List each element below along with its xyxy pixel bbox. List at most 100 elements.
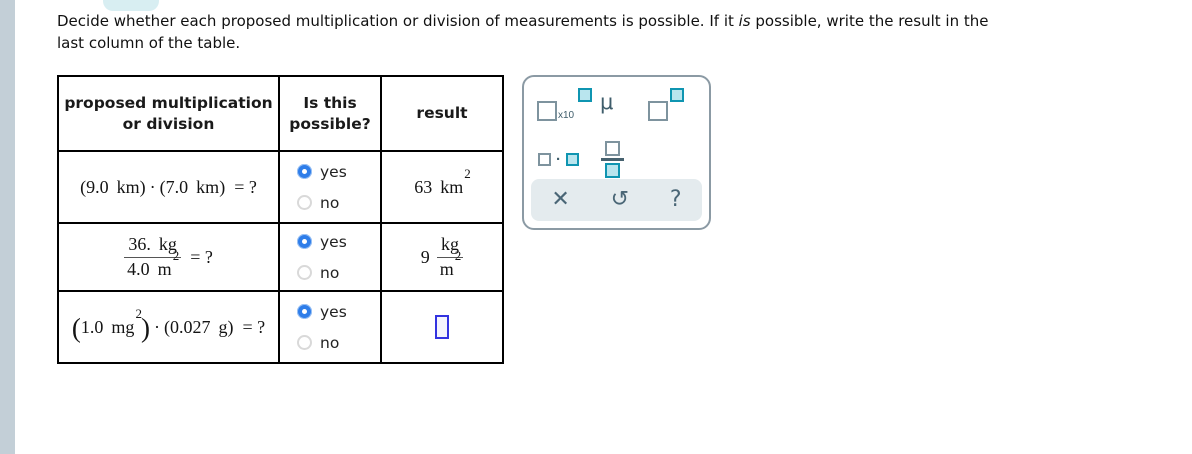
instructions-text-1: Decide whether each proposed multiplicat… [57,12,739,30]
result-denominator: m2 [437,249,464,280]
radio-option-no-2[interactable]: no [297,264,380,282]
top-tab-remnant [103,0,159,11]
instructions: Decide whether each proposed multiplicat… [57,10,988,54]
table-header-row: proposed multiplication or division Is t… [57,75,504,152]
measurements-table: proposed multiplication or division Is t… [57,75,504,364]
radio-label-yes: yes [320,302,347,321]
factor2-value: 7.0 [165,176,189,197]
scientific-notation-button[interactable]: x10 [537,88,595,124]
lparen: ( [163,316,170,337]
mu-symbol: μ [600,90,614,114]
equals-question: = ? [234,176,257,197]
fraction-button[interactable] [601,141,624,178]
lparen: ( [159,176,166,197]
x10-label: x10 [558,110,575,121]
radio-selected-icon[interactable] [297,164,312,179]
exponent-button[interactable] [648,88,686,124]
help-button[interactable]: ? [660,189,692,211]
rparen: ) [140,312,150,343]
rparen: ) [219,176,226,197]
radio-option-yes-3[interactable]: yes [297,303,380,321]
radio-label-no: no [320,263,340,282]
radio-group-1: yes no [280,163,380,212]
radio-option-no-3[interactable]: no [297,334,380,352]
result-cell-2: 9 kg m2 [380,222,504,292]
palette-action-bar: ✕ ↺ ? [531,179,702,221]
rparen: ) [227,316,234,337]
result-coefficient: 9 [420,246,430,267]
math-palette-panel: x10 μ · ✕ ↺ ? [522,75,711,230]
radio-label-yes: yes [320,162,347,181]
radio-selected-icon[interactable] [297,304,312,319]
fraction-bar-icon [601,158,624,161]
radio-group-2: yes no [280,233,380,282]
factor2-value: 0.027 [169,316,211,337]
rparen: ) [139,176,146,197]
factor2-unit: km [196,176,220,197]
multiplication-button[interactable]: · [538,152,579,167]
numerator-square-icon [605,141,620,156]
header-is-this-possible: Is this possible? [278,75,382,152]
result-denominator-unit: m [439,259,454,279]
radio-unselected-icon[interactable] [297,335,312,350]
multiplication-dot: · [149,176,156,197]
possible-cell-1: yes no [278,150,382,224]
equals-question: = ? [242,316,266,337]
radio-option-no-1[interactable]: no [297,194,380,212]
instructions-text-2: possible, write the result in the [750,12,989,30]
factor1-value: 9.0 [86,176,109,197]
factor1-exponent: 2 [135,305,142,321]
fraction-numerator: 36. kg [125,234,180,255]
factor1-value: 1.0 [80,316,104,337]
result-cell-3 [380,290,504,364]
possible-cell-3: yes no [278,290,382,364]
radio-option-yes-1[interactable]: yes [297,163,380,181]
radio-label-yes: yes [320,232,347,251]
multiplication-dot: · [153,316,160,337]
header-result: result [380,75,504,152]
denominator-value: 4.0 [127,259,150,279]
radio-unselected-icon[interactable] [297,265,312,280]
base-square-icon [537,101,557,121]
result-value: 63 [414,176,433,197]
lparen: ( [71,312,81,343]
radio-unselected-icon[interactable] [297,195,312,210]
radio-label-no: no [320,193,340,212]
result-numerator-unit: kg [440,234,459,255]
instructions-text-line2: last column of the table. [57,34,241,52]
factor1-unit: mg [111,316,135,337]
numerator-value: 36. [128,234,151,255]
left-sidebar-strip [0,0,15,454]
result-answer-input[interactable] [435,315,449,339]
factor2-unit: g [218,316,228,337]
numerator-unit: kg [158,234,177,255]
factor1-unit: km [116,176,140,197]
radio-selected-icon[interactable] [297,234,312,249]
instructions-italic-word: is [738,12,751,30]
undo-button[interactable]: ↺ [601,189,639,211]
fraction-bar [124,257,182,258]
mu-button[interactable]: μ [600,90,613,114]
possible-cell-2: yes no [278,222,382,292]
denominator-exponent: 2 [172,248,180,263]
equals-question: = ? [190,246,213,267]
base-square-icon [648,101,668,121]
radio-option-yes-2[interactable]: yes [297,233,380,251]
header-proposed-operation: proposed multiplication or division [57,75,280,152]
clear-button[interactable]: ✕ [541,189,579,211]
result-denominator-exponent: 2 [454,248,462,263]
left-operand-square-icon [538,153,551,166]
